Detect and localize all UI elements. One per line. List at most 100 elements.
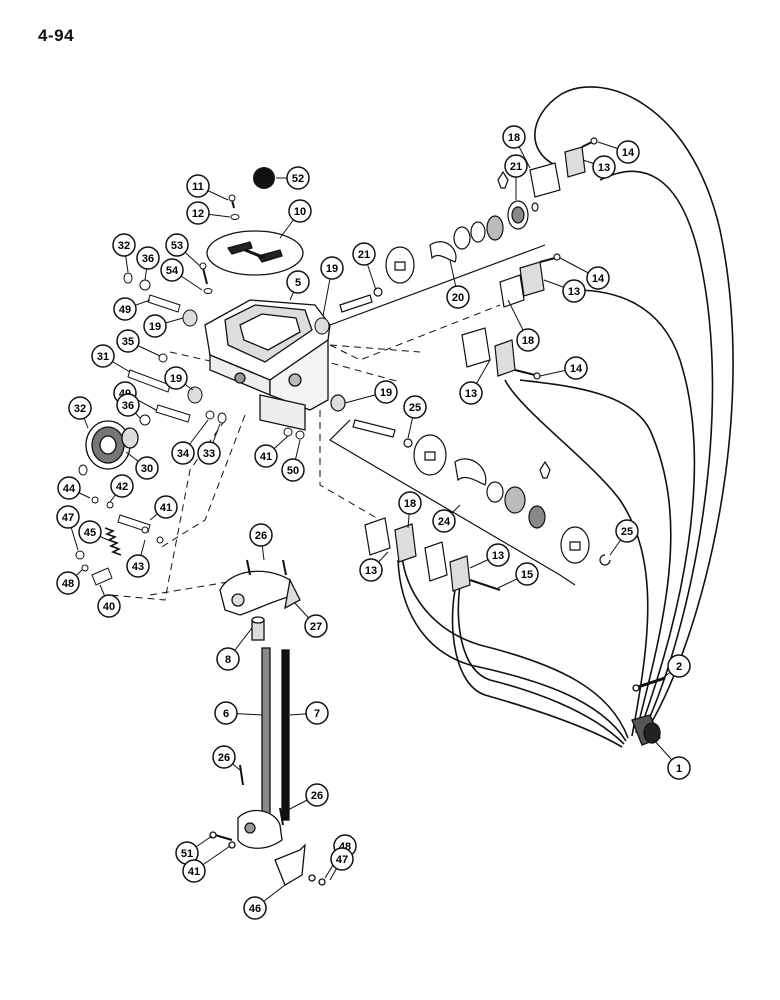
callout-label: 19 bbox=[326, 263, 338, 275]
callout-12: 12 bbox=[186, 201, 231, 225]
callout-45: 45 bbox=[78, 520, 109, 544]
knob bbox=[253, 167, 275, 189]
callout-circle bbox=[667, 756, 691, 780]
callout-circle bbox=[249, 523, 273, 547]
callout-circle bbox=[126, 554, 150, 578]
callout-circle bbox=[97, 594, 121, 618]
spring bbox=[104, 527, 122, 556]
callout-15: 15 bbox=[497, 562, 539, 589]
callout-circle bbox=[56, 505, 80, 529]
callout-label: 48 bbox=[62, 578, 74, 590]
callout-14: 14 bbox=[539, 356, 588, 380]
callout-label: 13 bbox=[465, 388, 477, 400]
callout-label: 51 bbox=[181, 848, 193, 860]
callout-label: 21 bbox=[358, 249, 370, 261]
callout-1: 1 bbox=[653, 739, 691, 780]
callout-label: 12 bbox=[192, 208, 204, 220]
callout-21: 21 bbox=[352, 242, 377, 291]
callout-10: 10 bbox=[279, 199, 312, 239]
callout-label: 10 bbox=[294, 206, 306, 218]
callout-label: 31 bbox=[97, 351, 109, 363]
callout-circle bbox=[504, 154, 528, 178]
callout-circle bbox=[182, 859, 206, 883]
callout-circle bbox=[112, 233, 136, 257]
callout-circle bbox=[374, 380, 398, 404]
callout-circle bbox=[186, 201, 210, 225]
callout-label: 5 bbox=[295, 277, 301, 289]
callout-label: 46 bbox=[249, 903, 261, 915]
callout-circle bbox=[56, 571, 80, 595]
callout-circle bbox=[564, 356, 588, 380]
callout-47: 47 bbox=[56, 505, 80, 551]
callout-53: 53 bbox=[165, 233, 201, 267]
callout-11: 11 bbox=[186, 174, 229, 201]
callout-50: 50 bbox=[281, 439, 305, 482]
callout-label: 54 bbox=[166, 265, 179, 277]
callout-19: 19 bbox=[164, 366, 194, 391]
harness-connector bbox=[631, 676, 666, 746]
callout-circle bbox=[116, 329, 140, 353]
callout-label: 1 bbox=[676, 763, 682, 775]
callout-14: 14 bbox=[597, 140, 640, 164]
callout-41: 41 bbox=[149, 495, 178, 521]
callout-41: 41 bbox=[182, 845, 231, 883]
callout-25: 25 bbox=[609, 519, 639, 556]
callout-circle bbox=[446, 285, 470, 309]
callout-26: 26 bbox=[283, 783, 329, 813]
callout-label: 14 bbox=[622, 147, 635, 159]
selector-housing bbox=[204, 299, 331, 431]
callout-label: 13 bbox=[568, 286, 580, 298]
callout-47: 47 bbox=[329, 847, 354, 881]
callout-circle bbox=[171, 441, 195, 465]
lower-switch-group bbox=[330, 394, 611, 592]
callout-circle bbox=[403, 395, 427, 419]
callout-circle bbox=[586, 266, 610, 290]
callout-14: 14 bbox=[559, 257, 610, 290]
callout-30: 30 bbox=[125, 451, 159, 480]
callout-circle bbox=[305, 701, 329, 725]
callout-circle bbox=[78, 520, 102, 544]
callout-circle bbox=[667, 654, 691, 678]
callout-circle bbox=[197, 441, 221, 465]
callout-24: 24 bbox=[432, 504, 461, 533]
callout-circle bbox=[212, 745, 236, 769]
callout-label: 30 bbox=[141, 463, 153, 475]
callout-circle bbox=[516, 328, 540, 352]
callout-circle bbox=[57, 476, 81, 500]
callout-circle bbox=[116, 393, 140, 417]
callout-label: 53 bbox=[171, 240, 183, 252]
detent-drum bbox=[85, 420, 139, 470]
callout-label: 50 bbox=[287, 465, 299, 477]
callout-circle bbox=[359, 558, 383, 582]
callout-20: 20 bbox=[446, 259, 470, 309]
callout-label: 26 bbox=[218, 752, 230, 764]
callout-label: 7 bbox=[314, 708, 320, 720]
callout-label: 18 bbox=[404, 498, 416, 510]
callouts-layer: 5211121032365354491951935311949323634333… bbox=[56, 125, 691, 920]
callout-label: 2 bbox=[676, 661, 682, 673]
callout-circle bbox=[320, 256, 344, 280]
callout-label: 13 bbox=[492, 550, 504, 562]
callout-circle bbox=[214, 701, 238, 725]
callout-49: 49 bbox=[113, 297, 151, 321]
callout-label: 40 bbox=[103, 601, 115, 613]
callout-31: 31 bbox=[91, 344, 131, 373]
callout-label: 14 bbox=[570, 363, 583, 375]
callout-label: 25 bbox=[621, 526, 633, 538]
callout-label: 49 bbox=[119, 304, 131, 316]
callout-circle bbox=[502, 125, 526, 149]
callout-circle bbox=[592, 155, 616, 179]
callout-label: 44 bbox=[63, 483, 76, 495]
shaft-lines bbox=[329, 244, 576, 586]
callout-41: 41 bbox=[254, 435, 289, 468]
callout-label: 15 bbox=[521, 569, 533, 581]
callout-13: 13 bbox=[469, 543, 510, 569]
callout-label: 11 bbox=[192, 181, 204, 193]
callout-label: 42 bbox=[116, 481, 128, 493]
callout-label: 32 bbox=[74, 403, 86, 415]
callout-circle bbox=[68, 396, 92, 420]
callout-circle bbox=[352, 242, 376, 266]
callout-circle bbox=[143, 314, 167, 338]
callout-6: 6 bbox=[214, 701, 263, 725]
